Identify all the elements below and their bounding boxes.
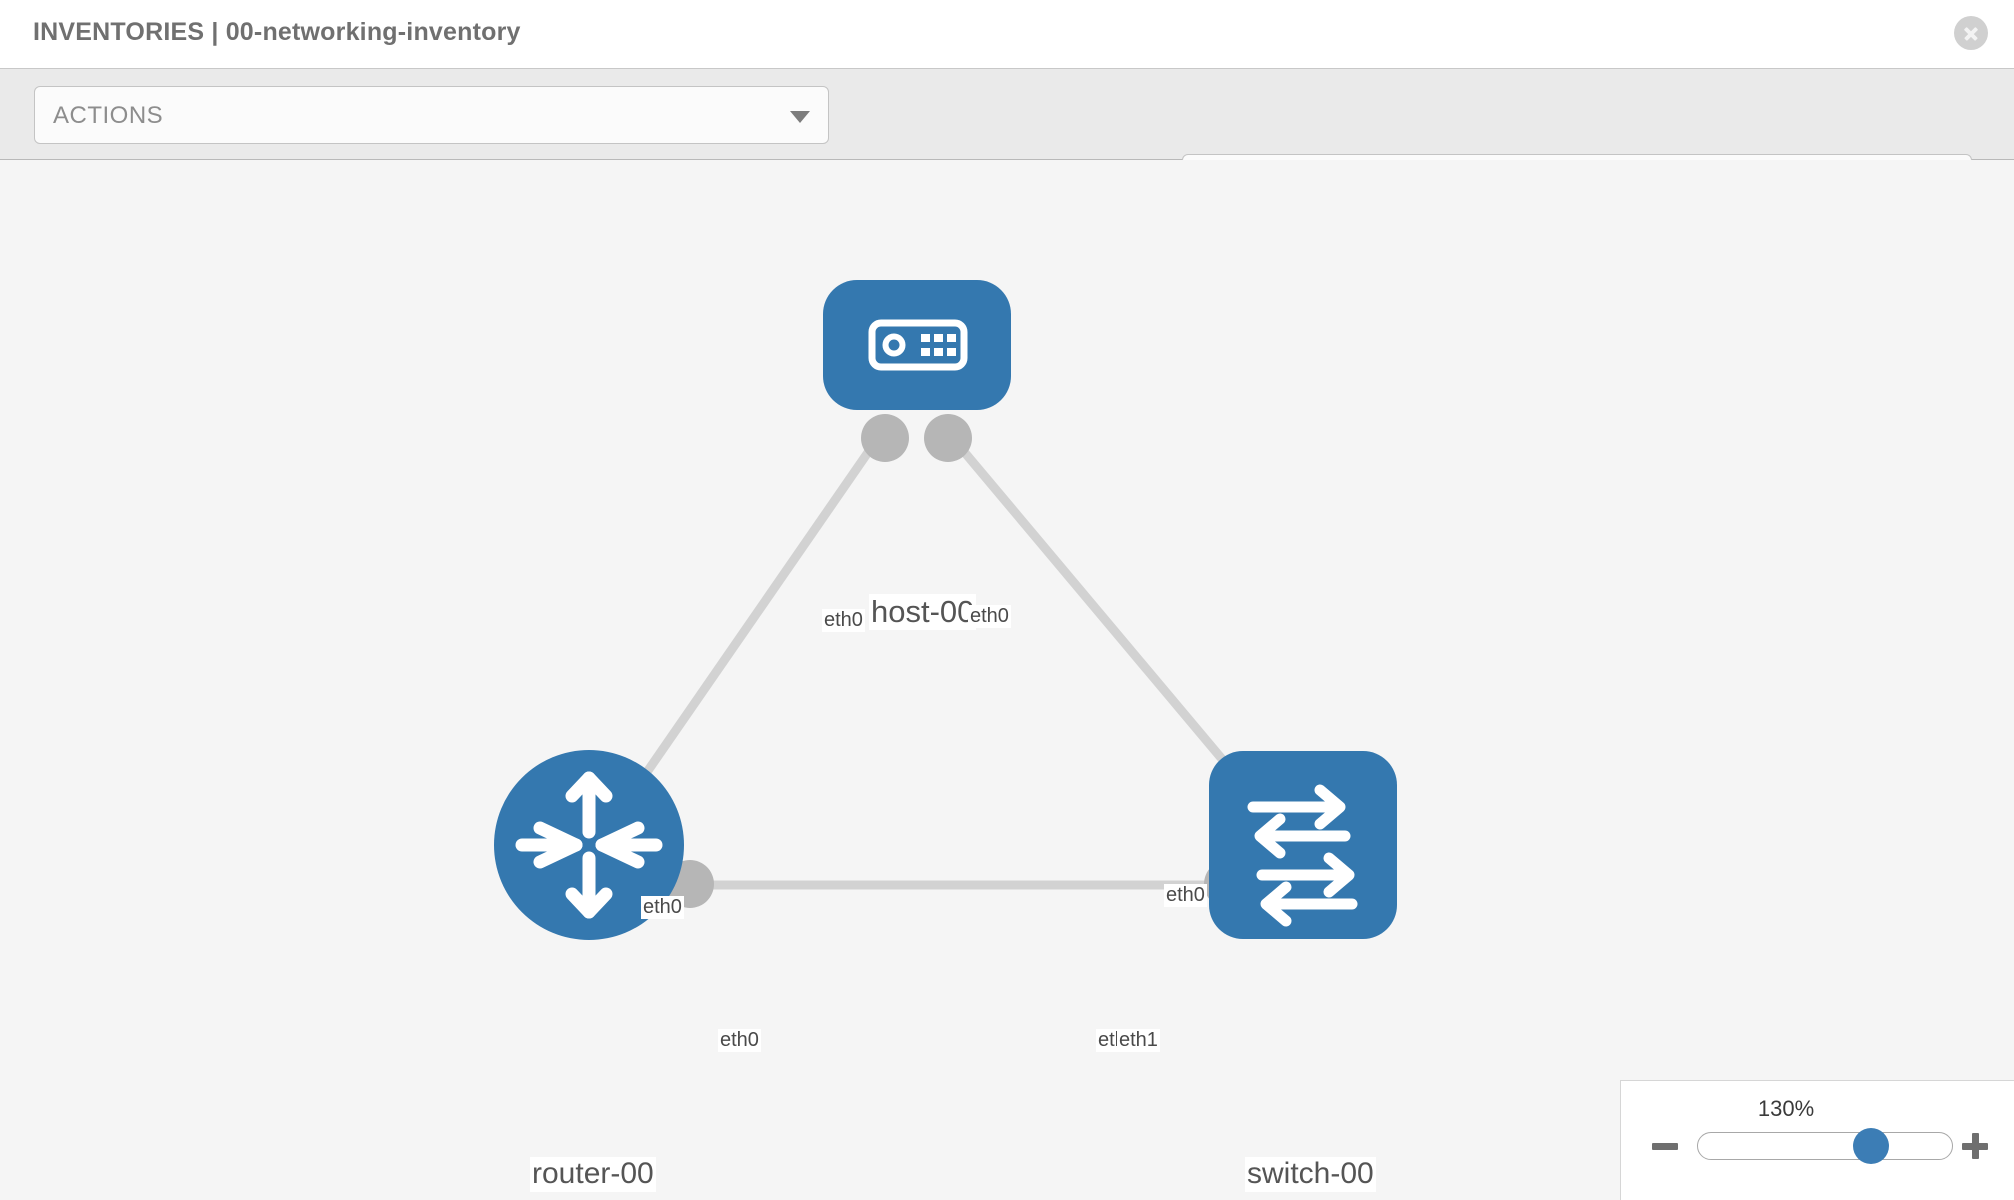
link-label-switch00-eth1: eth1 [1117,1029,1160,1052]
port-host00-eth0-left[interactable] [861,414,909,462]
actions-dropdown[interactable]: ACTIONS [34,86,829,144]
router-arrows-icon [515,771,663,919]
zoom-control-panel: 130% [1620,1080,2014,1200]
link-label-switch00-uplink-eth0: eth0 [1164,884,1207,907]
topology-links [596,432,1294,890]
node-router-00-shape[interactable] [494,750,684,940]
actions-dropdown-label: ACTIONS [53,102,164,129]
port-host00-eth0-right[interactable] [924,414,972,462]
toolbar: ACTIONS SEARCH [0,68,2014,212]
zoom-slider-handle[interactable] [1853,1128,1889,1164]
link-label-router00-uplink-eth0: eth0 [641,896,684,919]
page-title: INVENTORIES | 00-networking-inventory [33,18,521,46]
topology-canvas[interactable]: host-00 router-00 switch-00 eth0 eth0 et… [0,160,2014,1200]
node-label-switch-00: switch-00 [1245,1157,1376,1192]
zoom-level-value: 130% [1757,1096,1815,1121]
node-host-00[interactable] [823,280,1011,410]
node-router-00[interactable] [494,750,684,940]
topology-ports [666,414,1259,908]
link-label-host00-eth0-right: eth0 [968,605,1011,628]
node-label-host-00: host-00 [869,594,977,630]
topology-graph [494,280,1397,940]
page-header: INVENTORIES | 00-networking-inventory [0,0,2014,68]
node-host-00-shape[interactable] [823,280,1011,410]
link-label-host00-eth0-left: eth0 [822,609,865,632]
server-icon [868,319,968,371]
link-label-router00-eth0: eth0 [718,1029,761,1052]
switch-arrows-icon [1247,784,1358,927]
zoom-in-button[interactable] [1962,1133,1988,1159]
node-switch-00-shape[interactable] [1209,751,1397,939]
node-label-router-00: router-00 [530,1157,656,1192]
node-switch-00[interactable] [1209,751,1397,939]
chevron-down-icon [790,111,810,123]
close-icon[interactable] [1954,16,1988,50]
zoom-out-button[interactable] [1652,1133,1678,1159]
zoom-slider-track[interactable] [1697,1132,1953,1160]
